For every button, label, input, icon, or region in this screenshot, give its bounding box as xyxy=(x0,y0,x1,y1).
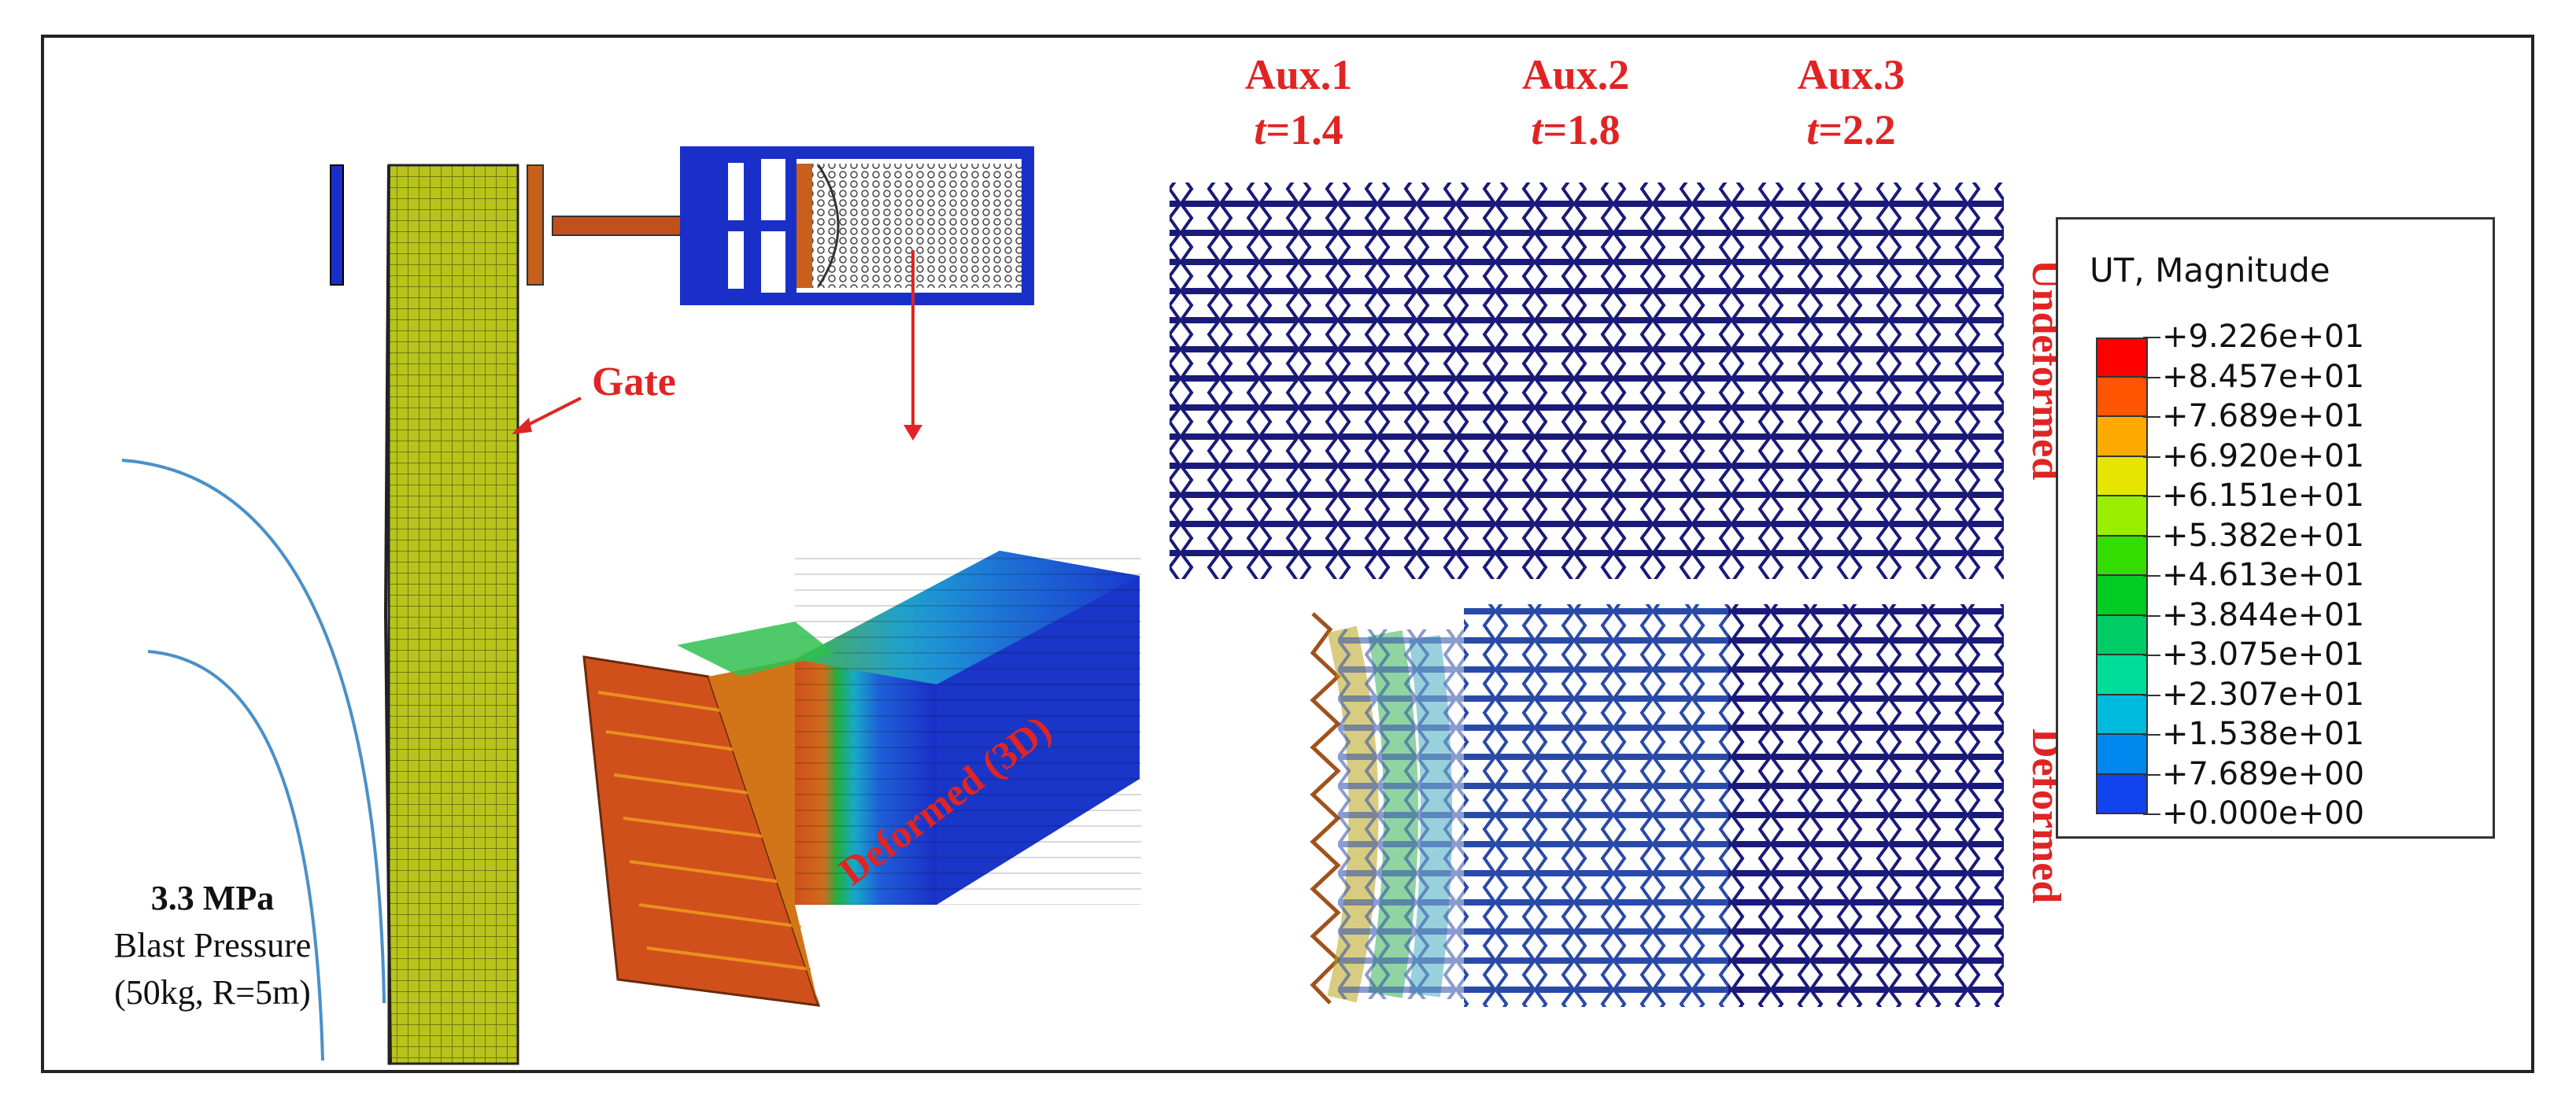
legend-value: +9.226e+01 xyxy=(2162,319,2365,355)
legend-tick xyxy=(2143,496,2160,497)
legend-value: +8.457e+01 xyxy=(2162,358,2365,395)
blast-condition: (50kg, R=5m) xyxy=(114,973,311,1012)
header-aux-3-thickness: t=2.2 xyxy=(1806,106,1896,153)
legend-title: UT, Magnitude xyxy=(2090,251,2330,290)
deformed-3d-model xyxy=(582,551,1141,1007)
legend-bar-outline xyxy=(2096,338,2148,814)
legend-swatch xyxy=(2096,655,2148,695)
blue-plate xyxy=(330,164,344,286)
legend-tick xyxy=(2143,376,2160,378)
legend-tick xyxy=(2143,734,2160,736)
legend-swatch xyxy=(2096,576,2148,616)
legend-value: +7.689e+01 xyxy=(2162,398,2365,434)
gate-panel xyxy=(387,164,519,1065)
header-aux-1-name: Aux.1 xyxy=(1244,51,1353,98)
legend-value: +2.307e+01 xyxy=(2162,676,2365,713)
legend-value: +6.920e+01 xyxy=(2162,437,2365,474)
legend-swatch xyxy=(2096,496,2148,537)
legend-tick xyxy=(2143,337,2160,338)
legend-tick xyxy=(2143,456,2160,458)
header-aux-1-thickness: t=1.4 xyxy=(1254,106,1343,153)
legend-tick xyxy=(2143,575,2160,577)
connector-rod xyxy=(552,216,687,236)
legend-value: +1.538e+01 xyxy=(2162,716,2365,752)
legend-swatch xyxy=(2096,735,2148,775)
gate-arrow xyxy=(512,397,582,434)
header-aux-2-name: Aux.2 xyxy=(1521,51,1630,98)
frame-assembly xyxy=(680,146,1034,305)
legend-swatch xyxy=(2096,338,2148,378)
legend-swatch xyxy=(2096,695,2148,735)
blast-wave-outer xyxy=(121,459,386,1004)
legend-swatch xyxy=(2096,536,2148,576)
header-aux-2-thickness: t=1.8 xyxy=(1531,106,1621,153)
legend-tick xyxy=(2143,694,2160,696)
legend-tick xyxy=(2143,655,2160,656)
legend-value: +3.844e+01 xyxy=(2162,596,2365,633)
undeformed-lattice xyxy=(1170,183,2004,579)
legend-swatch xyxy=(2096,615,2148,655)
legend-swatch xyxy=(2096,456,2148,496)
legend-value: +3.075e+01 xyxy=(2162,636,2365,673)
gate-label: Gate xyxy=(592,360,676,404)
blast-wave-inner xyxy=(147,650,324,1061)
blast-info: 3.3 MPa Blast Pressure (50kg, R=5m) xyxy=(47,875,378,1016)
legend-value: +6.151e+01 xyxy=(2162,478,2365,514)
header-aux-3-name: Aux.3 xyxy=(1797,51,1905,98)
legend-tick xyxy=(2143,813,2160,815)
deformed-lattice xyxy=(1310,604,2004,1007)
legend-value: +5.382e+01 xyxy=(2162,517,2365,554)
legend-tick xyxy=(2143,535,2160,537)
header-aux-3: Aux.3 t=2.2 xyxy=(1733,47,1969,157)
legend: UT, Magnitude +9.226e+01+8.457e+01+7.689… xyxy=(2056,217,2495,839)
legend-value: +7.689e+00 xyxy=(2162,755,2365,792)
legend-tick xyxy=(2143,416,2160,418)
frame-arrow xyxy=(904,250,922,441)
header-aux-2: Aux.2 t=1.8 xyxy=(1458,47,1694,157)
legend-tick xyxy=(2143,614,2160,617)
legend-tick xyxy=(2143,773,2160,776)
legend-swatch xyxy=(2096,377,2148,417)
blast-pressure-value: 3.3 MPa xyxy=(150,879,275,917)
legend-value: +0.000e+00 xyxy=(2162,795,2365,832)
header-aux-1: Aux.1 t=1.4 xyxy=(1181,47,1417,157)
orange-stub xyxy=(527,164,544,286)
legend-swatch xyxy=(2096,417,2148,457)
legend-value: +4.613e+01 xyxy=(2162,557,2365,593)
blast-pressure-label: Blast Pressure xyxy=(113,926,312,965)
